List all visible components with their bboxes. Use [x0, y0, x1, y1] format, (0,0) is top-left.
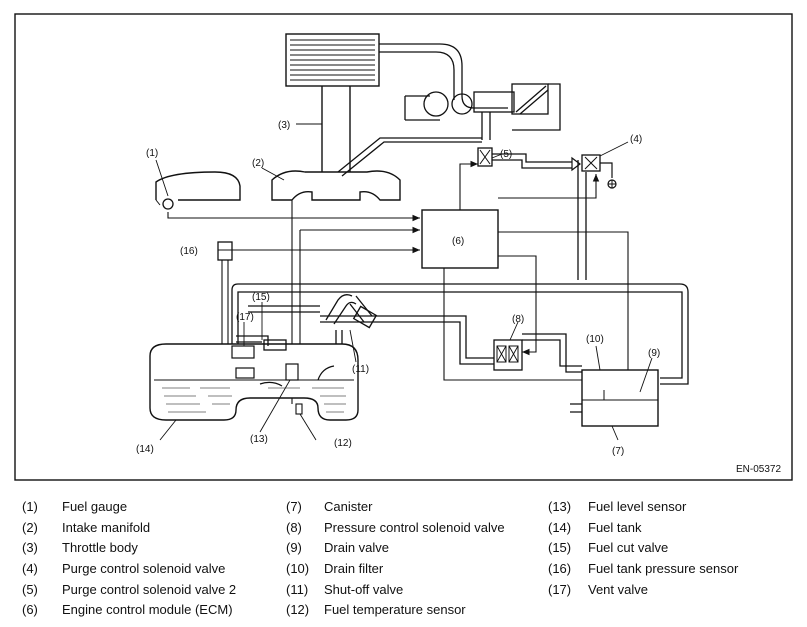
callout-9: (9) [648, 348, 660, 359]
canister [570, 369, 659, 427]
legend-item: (10)Drain filter [286, 561, 384, 577]
purge-valve-2 [477, 147, 493, 167]
callout-6: (6) [452, 236, 464, 247]
intake-duct [379, 43, 561, 140]
legend-item: (1)Fuel gauge [22, 499, 128, 514]
legend-item: (3)Throttle body [22, 540, 138, 556]
legend: (1)Fuel gauge (2)Intake manifold (3)Thro… [0, 497, 807, 625]
leader-lines [155, 123, 653, 441]
legend-item: (2)Intake manifold [22, 519, 151, 535]
manifold-hose [337, 137, 482, 177]
callout-15: (15) [252, 292, 270, 303]
legend-item: (16)Fuel tank pressure sensor [548, 561, 739, 577]
intake-manifold [271, 170, 401, 201]
figure-code: EN-05372 [736, 464, 781, 475]
callout-11: (11) [352, 364, 369, 375]
purge-line [492, 153, 572, 169]
legend-item: (4)Purge control solenoid valve [22, 561, 226, 577]
diagram-frame [14, 13, 793, 481]
legend-item: (12)Fuel temperature sensor [286, 602, 466, 618]
filler-pipe [236, 294, 378, 351]
fuel-tank [149, 343, 359, 421]
callout-14: (14) [136, 444, 154, 455]
air-intake-part [285, 33, 380, 87]
pressure-control-valve [493, 339, 523, 371]
callout-5: (5) [500, 149, 512, 160]
legend-item: (5)Purge control solenoid valve 2 [22, 581, 237, 597]
legend-item: (13)Fuel level sensor [548, 499, 687, 514]
callout-13: (13) [250, 434, 268, 445]
callout-12: (12) [334, 438, 352, 449]
callout-8: (8) [512, 314, 524, 325]
legend-item: (15)Fuel cut valve [548, 540, 669, 556]
fuel-gauge [155, 171, 241, 210]
legend-item: (17)Vent valve [548, 581, 648, 597]
legend-column-1: (1)Fuel gauge (2)Intake manifold (3)Thro… [22, 497, 236, 621]
callout-7: (7) [612, 446, 624, 457]
purge-valve [571, 154, 617, 189]
evap-system-diagram: (1) (2) (3) (4) (5) (6) (7) (8) (9) (10)… [14, 13, 793, 481]
vent-valve [231, 345, 255, 359]
vapor-lines [231, 160, 689, 385]
tank-pressure-sensor [217, 241, 233, 346]
legend-item: (14)Fuel tank [548, 519, 642, 535]
legend-column-3: (13)Fuel level sensor (14)Fuel tank (15)… [548, 497, 738, 600]
callout-3: (3) [278, 120, 290, 131]
throttle-body [321, 86, 351, 172]
signal-lines [167, 160, 632, 404]
legend-item: (9)Drain valve [286, 540, 390, 556]
legend-item: (8)Pressure control solenoid valve [286, 519, 505, 535]
legend-item: (6)Engine control module (ECM) [22, 602, 233, 618]
callout-1: (1) [146, 148, 158, 159]
legend-item: (7)Canister [286, 499, 373, 514]
callout-17: (17) [236, 312, 254, 323]
legend-column-2: (7)Canister (8)Pressure control solenoid… [286, 497, 505, 621]
ecm-box [421, 209, 499, 269]
callout-10: (10) [586, 334, 604, 345]
callout-4: (4) [630, 134, 642, 145]
callout-16: (16) [180, 246, 198, 257]
legend-item: (11)Shut-off valve [286, 581, 404, 597]
callout-2: (2) [252, 158, 264, 169]
